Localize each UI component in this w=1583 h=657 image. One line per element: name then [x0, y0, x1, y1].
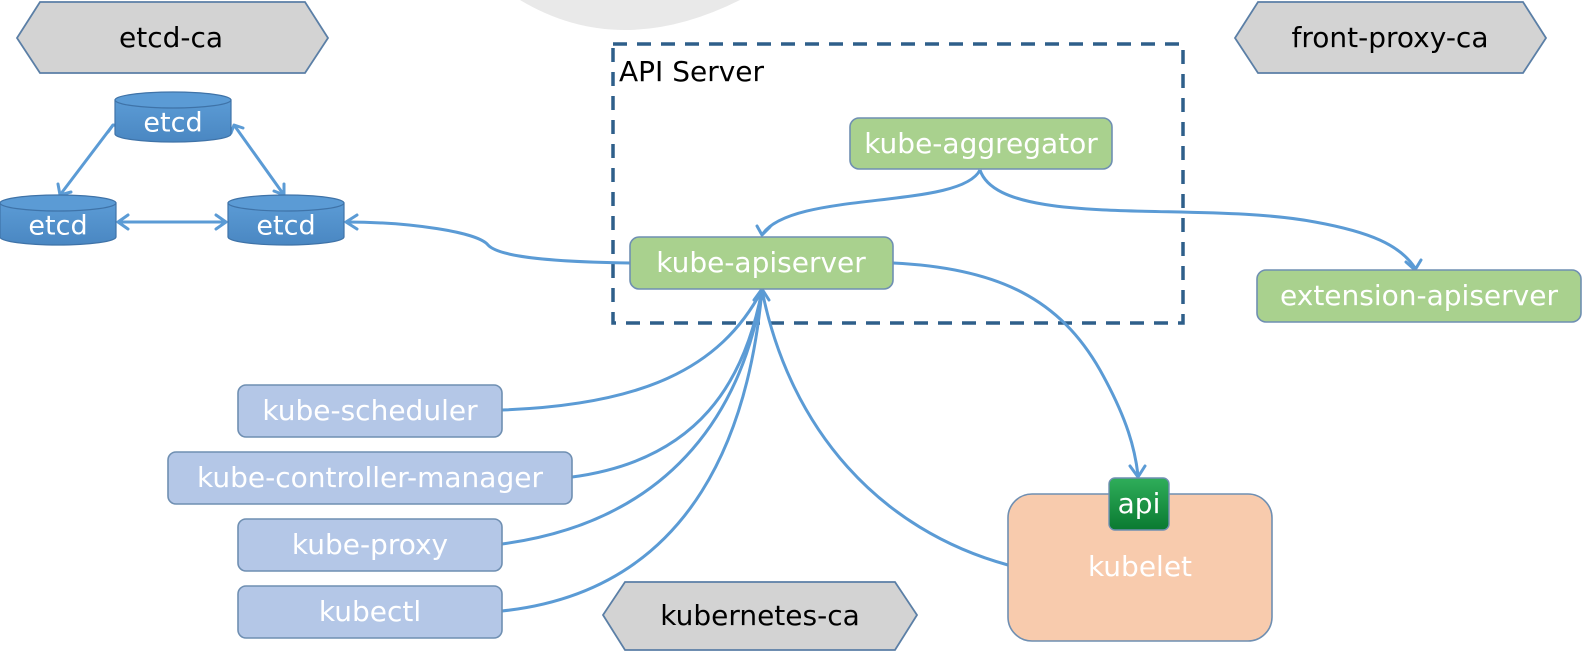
kubectl-box: kubectl	[237, 585, 503, 639]
kube-aggregator-box: kube-aggregator	[849, 117, 1113, 170]
kubernetes-ca-label: kubernetes-ca	[660, 599, 860, 632]
etcd-ca-hexagon: etcd-ca	[15, 1, 330, 74]
arrowhead-to-etcd	[344, 213, 359, 231]
kube-scheduler-label: kube-scheduler	[262, 394, 478, 427]
aggregator-to-extension-link	[978, 169, 1417, 269]
apiserver-to-etcd-link	[345, 220, 631, 265]
kube-aggregator-label: kube-aggregator	[864, 127, 1098, 160]
etcd-cylinder-top: etcd	[114, 91, 232, 143]
arrowhead-etcd-bottom-a	[116, 213, 130, 231]
apiserver-to-kubelet-link	[892, 261, 1140, 476]
arrowhead-etcd-bottom-b	[214, 213, 228, 231]
kube-proxy-label: kube-proxy	[292, 528, 448, 561]
extension-apiserver-box: extension-apiserver	[1256, 269, 1582, 323]
etcd-link-top-left	[58, 124, 115, 196]
background-arc	[520, 0, 740, 30]
connectors	[56, 123, 1423, 613]
api-server-group-border	[611, 42, 1185, 325]
arrowhead-etcd-top-right-a	[229, 123, 245, 135]
etcd-link-top-right	[232, 124, 286, 196]
api-server-title: API Server	[619, 55, 765, 88]
kubelet-to-apiserver-link	[760, 289, 1009, 567]
etcd-ca-label: etcd-ca	[119, 21, 223, 54]
arrowhead-to-kubelet-api	[1128, 464, 1147, 479]
kube-controller-manager-label: kube-controller-manager	[197, 461, 543, 494]
kube-proxy-to-apiserver-link	[501, 289, 764, 546]
kubelet-api-label: api	[1118, 487, 1161, 520]
kubelet-label: kubelet	[1088, 550, 1192, 583]
kube-proxy-box: kube-proxy	[237, 518, 503, 572]
etcd-cylinder-left: etcd	[0, 194, 117, 246]
kube-controller-manager-box: kube-controller-manager	[167, 451, 573, 505]
scheduler-to-apiserver-link	[501, 289, 764, 412]
etcd-node-label: etcd	[28, 211, 87, 242]
front-proxy-ca-hexagon: front-proxy-ca	[1233, 1, 1548, 74]
kube-scheduler-box: kube-scheduler	[237, 384, 503, 438]
kubelet-box: kubelet	[1007, 493, 1273, 642]
kube-apiserver-box: kube-apiserver	[629, 236, 894, 290]
kubernetes-ca-hexagon: kubernetes-ca	[601, 581, 919, 651]
aggregator-to-apiserver-link	[760, 169, 982, 236]
extension-apiserver-label: extension-apiserver	[1280, 279, 1558, 312]
etcd-node-label: etcd	[256, 211, 315, 242]
kube-apiserver-label: kube-apiserver	[656, 246, 866, 279]
front-proxy-ca-label: front-proxy-ca	[1292, 21, 1489, 54]
arrowhead-to-apiserver-top	[755, 224, 772, 237]
etcd-node-label: etcd	[143, 108, 202, 139]
etcd-cylinder-right: etcd	[227, 194, 345, 246]
kubelet-api-badge: api	[1108, 477, 1170, 531]
kubectl-label: kubectl	[319, 595, 421, 628]
kubectl-to-apiserver-link	[501, 289, 764, 613]
